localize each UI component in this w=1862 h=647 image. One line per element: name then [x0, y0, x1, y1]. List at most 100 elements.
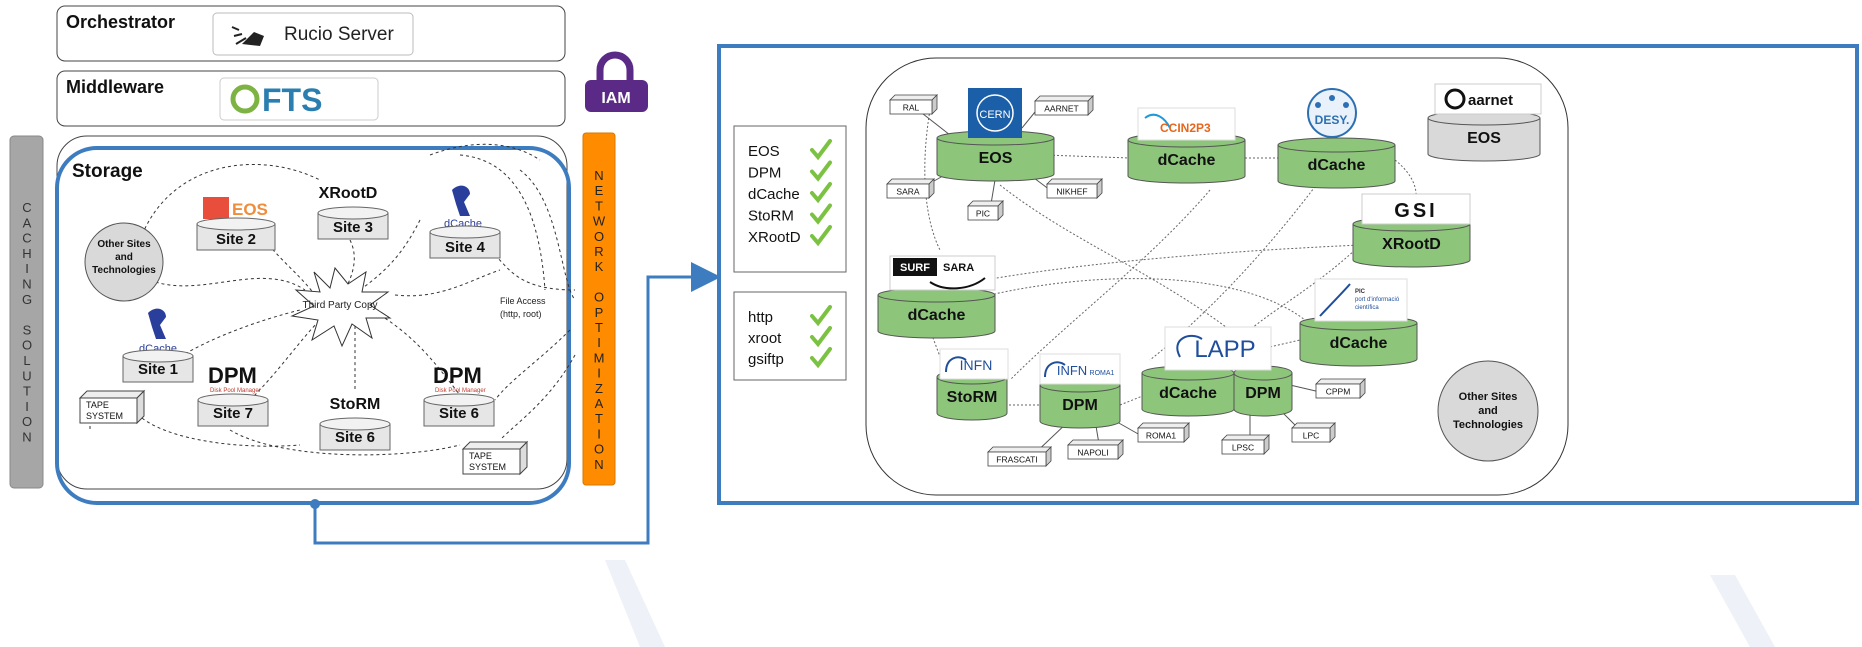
- cern-logo: CERN: [968, 88, 1022, 138]
- check-icon: [810, 160, 832, 182]
- check-icon: [810, 305, 832, 327]
- desy-logo: DESY.: [1307, 88, 1357, 138]
- desy-logo-text: DESY.: [1315, 113, 1350, 127]
- check-icon: [810, 203, 832, 225]
- rucio-icon: [231, 26, 264, 46]
- protocol-item: xroot: [748, 330, 782, 347]
- site-5-label: Site 6: [439, 405, 479, 422]
- tape-2-line1: TAPE: [469, 451, 492, 461]
- node-dpm-roma: DPM: [1039, 377, 1121, 429]
- site-box-nikhef: NIKHEF: [1046, 178, 1103, 199]
- site-box-sara: SARA: [886, 178, 935, 199]
- node-label: dCache: [1159, 385, 1217, 402]
- technology-item: DPM: [748, 165, 781, 182]
- gsi-logo-text: GSI: [1394, 200, 1437, 222]
- node-label: EOS: [1467, 130, 1501, 147]
- check-icon: [810, 347, 832, 369]
- rucio-card: [212, 12, 414, 56]
- fts-gear-icon: [230, 84, 260, 114]
- check-icon: [810, 326, 832, 348]
- dcache-bird-icon: [148, 308, 166, 339]
- node-dcache-lapp: dCache: [1141, 365, 1235, 417]
- site-7-label: Site 7: [213, 405, 253, 422]
- other-sites-right-line3: Technologies: [1453, 419, 1523, 431]
- protocol-item: http: [748, 309, 773, 326]
- storage-links: [89, 143, 576, 456]
- tape-1-line1: TAPE: [86, 400, 109, 410]
- eos-cube-icon: [203, 197, 229, 219]
- dcache-bird-icon: [452, 185, 470, 216]
- third-party-copy-label: Third Party Copy: [302, 300, 377, 311]
- site-2-label: Site 2: [216, 231, 256, 248]
- site-box-napoli: NAPOLI: [1067, 439, 1124, 460]
- check-icon: [810, 139, 832, 161]
- site-4-label: Site 4: [445, 239, 486, 256]
- dpm-sublogo: Disk Pool Manager: [435, 388, 486, 394]
- dpm-logo: DPM: [433, 363, 482, 388]
- gsi-logo: GSI: [1361, 193, 1471, 225]
- site-box-label: PIC: [976, 209, 990, 219]
- site-box-lpsc: LPSC: [1221, 434, 1270, 455]
- infn-logo-roma: INFN ROMA1: [1039, 353, 1121, 385]
- sara-logo-text: SARA: [943, 262, 974, 274]
- site-2: EOS Site 2: [196, 197, 276, 251]
- node-label: dCache: [1158, 152, 1216, 169]
- site-box-label: LPSC: [1232, 443, 1254, 453]
- node-dcache-sara: dCache: [877, 287, 996, 339]
- ccin2p3-swoosh-icon: [1144, 113, 1171, 129]
- node-label: DPM: [1245, 385, 1281, 402]
- aarnet-logo: aarnet: [1434, 83, 1542, 115]
- iam-label: IAM: [601, 90, 630, 107]
- protocol-checklist: http xroot gsiftp: [733, 291, 847, 381]
- aarnet-logo-text: aarnet: [1468, 92, 1513, 109]
- site-box-label: NAPOLI: [1077, 448, 1108, 458]
- tape-system-1: TAPE SYSTEM: [78, 389, 146, 425]
- storage-title: Storage: [72, 161, 143, 182]
- technology-item: dCache: [748, 186, 800, 203]
- protocol-item: gsiftp: [748, 351, 784, 368]
- pic-logo-sub2: científica: [1355, 305, 1379, 311]
- middleware-box: Middleware FTS: [56, 70, 566, 127]
- surf-logo-text: SURF: [900, 262, 930, 274]
- technology-item: XRootD: [748, 229, 801, 246]
- pic-logo-text: PIC: [1355, 289, 1366, 295]
- site-box-ral: RAL: [889, 94, 938, 115]
- node-label: DPM: [1062, 397, 1098, 414]
- other-sites-line1: Other Sites: [97, 239, 151, 250]
- background-shape: [605, 560, 665, 647]
- site-7: DPM Disk Pool Manager Site 7: [197, 363, 269, 427]
- other-sites-circle-right: Other Sites and Technologies: [1437, 360, 1539, 462]
- eos-logo: EOS: [232, 200, 268, 219]
- cern-logo-text: CERN: [979, 109, 1010, 121]
- check-icon: [810, 225, 832, 247]
- ccin2p3-logo: CCIN2P3: [1137, 107, 1236, 141]
- tape-1-line2: SYSTEM: [86, 411, 123, 421]
- site-6-label: Site 6: [335, 429, 375, 446]
- node-label: XRootD: [1382, 236, 1441, 253]
- site-6: StoRM Site 6: [319, 396, 391, 451]
- tape-2-line2: SYSTEM: [469, 462, 506, 472]
- site-1-label: Site 1: [138, 361, 178, 378]
- lapp-logo: LAPP: [1164, 326, 1272, 371]
- site-box-cppm: CPPM: [1315, 378, 1366, 399]
- site-4: dCache Site 4: [429, 185, 501, 259]
- zoom-connector: [310, 262, 721, 545]
- node-dpm-lapp: DPM: [1233, 365, 1293, 417]
- node-label: dCache: [1308, 157, 1366, 174]
- other-sites-right-line2: and: [1478, 405, 1498, 417]
- node-eos-cern: EOS: [936, 130, 1055, 182]
- background-shape: [1710, 575, 1775, 647]
- node-label: StoRM: [947, 389, 998, 406]
- node-eos-aarnet: EOS: [1427, 110, 1541, 162]
- infn-logo-text: INFN: [960, 357, 993, 373]
- tape-system-2: TAPE SYSTEM: [461, 440, 529, 476]
- node-dcache-desy: dCache: [1277, 137, 1396, 189]
- file-access-label-1: File Access: [500, 296, 546, 306]
- site-3-label: Site 3: [333, 219, 373, 236]
- node-dcache-pic: dCache: [1299, 315, 1418, 367]
- site-box-frascati: FRASCATI: [987, 446, 1052, 467]
- fts-card: [219, 77, 379, 121]
